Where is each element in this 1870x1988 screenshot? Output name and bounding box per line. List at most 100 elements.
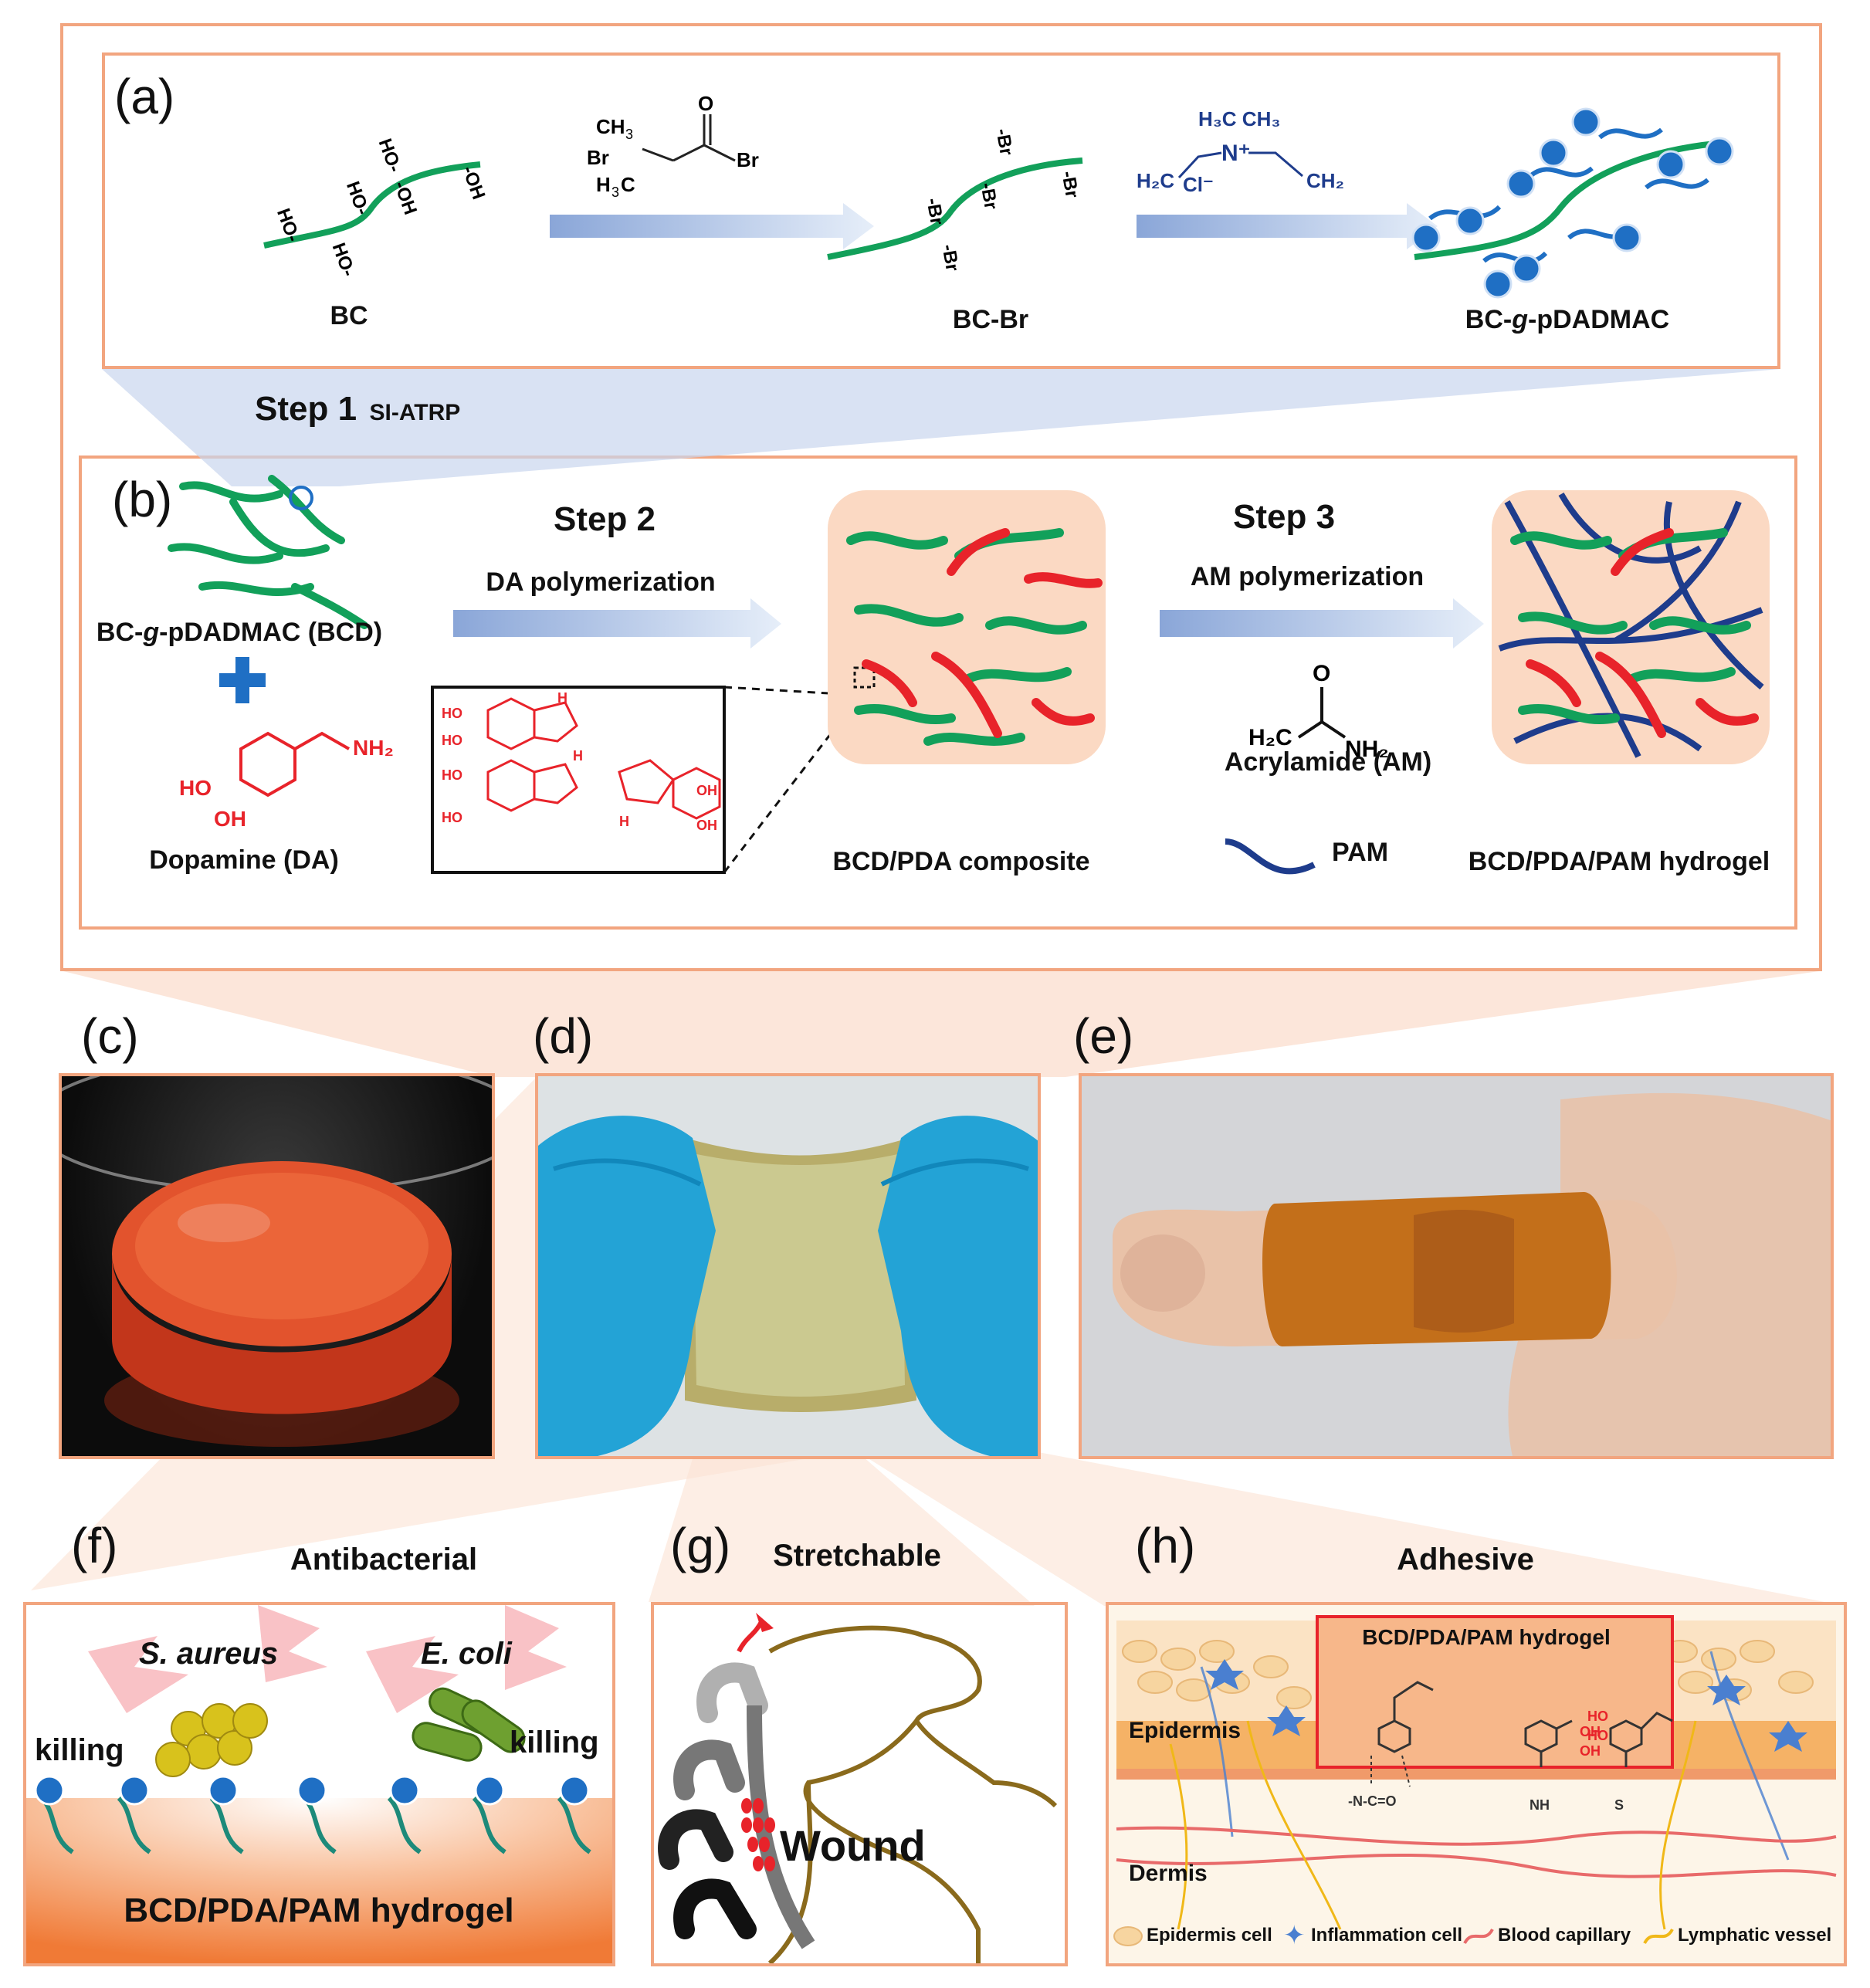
panel-g-letter: (g) xyxy=(670,1518,731,1573)
stretchable-title: Stretchable xyxy=(773,1539,941,1573)
hydrogel-label: BCD/PDA/PAM hydrogel xyxy=(1468,847,1770,876)
svg-text:Cl⁻: Cl⁻ xyxy=(1183,173,1214,196)
pam-label: PAM xyxy=(1332,838,1389,867)
wound-label: Wound xyxy=(780,1821,926,1870)
svg-text:3: 3 xyxy=(625,127,633,142)
legend: Epidermis cell ✦ Inflammation cell Blood… xyxy=(1112,1920,1845,1955)
svg-text:H: H xyxy=(557,690,567,706)
svg-text:OH: OH xyxy=(1580,1724,1601,1739)
svg-text:OH: OH xyxy=(214,807,246,831)
bcd-g: g xyxy=(143,618,160,647)
hydrogel-disc-illustration xyxy=(62,1076,492,1447)
svg-text:-N-C=O: -N-C=O xyxy=(1348,1793,1397,1809)
svg-text:-Br: -Br xyxy=(922,197,947,227)
step3-sub: AM polymerization xyxy=(1190,562,1425,591)
panel-a-letter: (a) xyxy=(114,69,175,124)
svg-text:HO: HO xyxy=(1587,1709,1608,1724)
svg-text:HO: HO xyxy=(442,706,462,721)
adhesive-title: Adhesive xyxy=(1397,1543,1534,1577)
svg-text:H: H xyxy=(573,748,583,764)
epidermis-cell-icon xyxy=(1113,1926,1143,1946)
svg-text:-OH: -OH xyxy=(458,163,489,202)
legend-inflammation-cell: Inflammation cell xyxy=(1311,1925,1463,1946)
legend-epidermis-cell: Epidermis cell xyxy=(1147,1925,1272,1946)
svg-text:-Br: -Br xyxy=(937,243,963,273)
svg-text:Br: Br xyxy=(587,146,609,169)
killing-label-left: killing xyxy=(35,1733,124,1767)
finger-hydrogel-illustration xyxy=(1082,1076,1831,1456)
legend-blood-capillary: Blood capillary xyxy=(1498,1925,1631,1946)
finger-hydrogel-photo xyxy=(1079,1073,1834,1459)
svg-text:-Br: -Br xyxy=(991,127,1017,157)
stretched-hydrogel-illustration xyxy=(538,1076,1038,1456)
svg-text:HO: HO xyxy=(442,810,462,825)
step3-title: Step 3 xyxy=(1233,498,1336,536)
bc-label: BC xyxy=(330,301,368,330)
bcg-prefix: BC- xyxy=(1465,305,1513,334)
svg-text:HO: HO xyxy=(442,733,462,748)
svg-text:3: 3 xyxy=(611,185,619,200)
saureus-label: S. aureus xyxy=(139,1637,279,1671)
svg-text:-OH: -OH xyxy=(390,178,421,218)
svg-text:HO-: HO- xyxy=(273,205,303,245)
svg-text:-Br: -Br xyxy=(1057,170,1082,200)
svg-text:C: C xyxy=(621,173,635,196)
f-hydrogel-label: BCD/PDA/PAM hydrogel xyxy=(124,1891,514,1929)
svg-text:H₂C: H₂C xyxy=(1137,169,1174,192)
blood-capillary-icon xyxy=(1463,1928,1494,1945)
dermis-label: Dermis xyxy=(1129,1861,1208,1886)
panel-a-box xyxy=(102,52,1780,369)
h-hydrogel-label: BCD/PDA/PAM hydrogel xyxy=(1362,1625,1611,1649)
svg-text:OH: OH xyxy=(696,783,717,798)
svg-text:NH: NH xyxy=(1530,1797,1550,1813)
panel-b-box xyxy=(79,456,1797,930)
step1-title: Step 1 xyxy=(255,390,357,428)
bcbr-label: BC-Br xyxy=(952,305,1029,334)
panel-b-letter: (b) xyxy=(112,472,173,527)
panel-d-letter: (d) xyxy=(533,1008,594,1064)
bcd-label: BC-g-pDADMAC (BCD) xyxy=(97,618,382,648)
svg-text:HO-: HO- xyxy=(374,136,405,175)
antibacterial-title: Antibacterial xyxy=(290,1543,478,1577)
step1-sub: SI-ATRP xyxy=(369,400,461,425)
svg-text:CH: CH xyxy=(596,115,625,138)
stretchable-diagram xyxy=(658,1613,1058,1963)
panel-c-letter: (c) xyxy=(81,1008,139,1064)
composite-label: BCD/PDA composite xyxy=(832,847,1090,876)
svg-text:O: O xyxy=(698,92,713,115)
panel-f-letter: (f) xyxy=(71,1518,118,1573)
panel-h-letter: (h) xyxy=(1135,1518,1196,1573)
svg-text:OH: OH xyxy=(696,818,717,833)
bcd-suffix: -pDADMAC (BCD) xyxy=(159,618,383,647)
killing-label-right: killing xyxy=(510,1726,599,1759)
svg-text:NH₂: NH₂ xyxy=(353,736,394,760)
ecoli-label: E. coli xyxy=(421,1637,512,1671)
panel-g-box xyxy=(651,1602,1068,1966)
panel-e-letter: (e) xyxy=(1073,1008,1134,1064)
svg-text:Br: Br xyxy=(737,148,759,171)
bcg-suffix: -pDADMAC xyxy=(1528,305,1670,334)
acrylamide-label: Acrylamide (AM) xyxy=(1224,747,1432,777)
antibacterial-diagram xyxy=(26,1605,612,1963)
svg-text:S: S xyxy=(1614,1797,1624,1813)
lymphatic-vessel-icon xyxy=(1643,1928,1674,1945)
stretched-hydrogel-photo xyxy=(535,1073,1041,1459)
svg-text:-Br: -Br xyxy=(976,181,1001,212)
panel-f-box xyxy=(23,1602,615,1966)
step2-title: Step 2 xyxy=(553,500,656,538)
bcg-pdadmac-label: BC-g-pDADMAC xyxy=(1465,305,1669,335)
svg-text:HO-: HO- xyxy=(342,178,373,218)
hydrogel-disc-photo xyxy=(59,1073,495,1459)
inflammation-cell-icon: ✦ xyxy=(1283,1921,1306,1950)
svg-text:HO: HO xyxy=(1587,1728,1608,1743)
svg-text:H: H xyxy=(619,814,629,829)
svg-text:NH₂: NH₂ xyxy=(1345,737,1389,762)
svg-text:O: O xyxy=(1313,661,1330,686)
dopamine-label: Dopamine (DA) xyxy=(149,845,339,875)
svg-text:HO-: HO- xyxy=(328,240,359,279)
